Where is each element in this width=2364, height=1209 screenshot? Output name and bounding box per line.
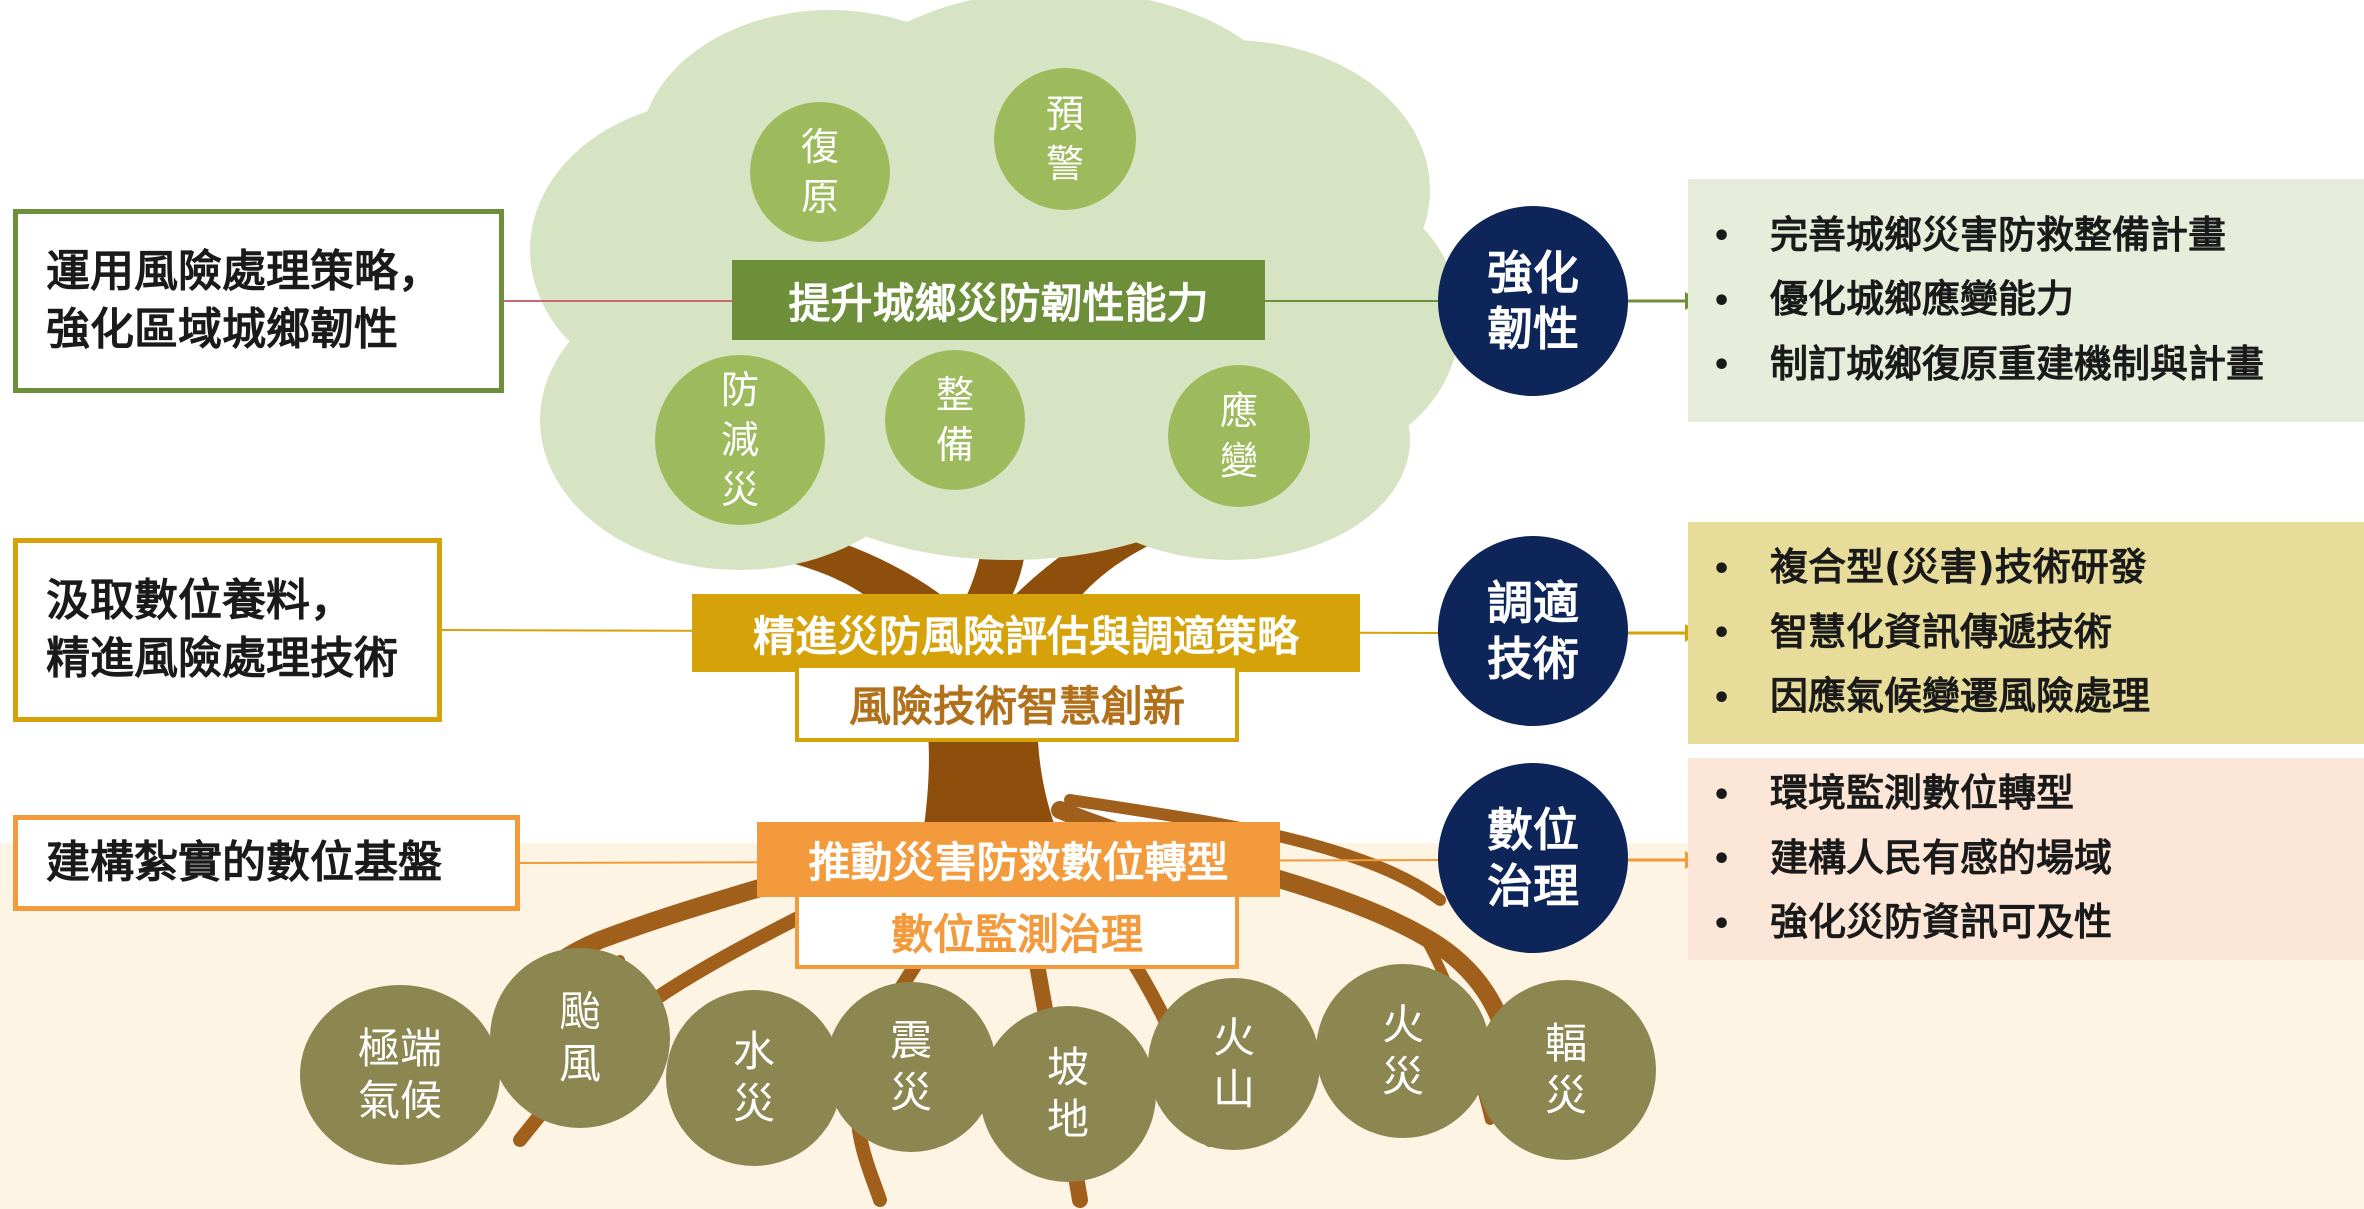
hazard-line: 水: [732, 1027, 775, 1076]
circle-char: 防: [720, 368, 759, 412]
canopy-circle-recovery: 復 原: [750, 102, 890, 242]
panel-item-text: 制訂城鄉復原重建機制與計畫: [1770, 341, 2265, 386]
panel-item-text: 因應氣候變遷風險處理: [1770, 674, 2151, 719]
circle-char: 整: [935, 373, 974, 417]
circle-char: 預: [1045, 92, 1084, 136]
panel-item-text: 複合型(災害)技術研發: [1770, 545, 2147, 590]
strategy-line: 運用風險處理策略，: [46, 246, 442, 297]
navy-line: 韌性: [1487, 302, 1579, 356]
panel-resilience: •完善城鄉災害防救整備計畫 •優化城鄉應變能力 •制訂城鄉復原重建機制與計畫: [1688, 179, 2364, 422]
hazard-line: 輻: [1544, 1019, 1587, 1068]
banner-technology-sub: 風險技術智慧創新: [795, 664, 1239, 742]
strategy-box-digital: 建構紮實的數位基盤: [13, 815, 520, 911]
circle-char: 減: [720, 418, 759, 462]
canopy-circle-response: 應 變: [1168, 365, 1310, 507]
panel-technology: •複合型(災害)技術研發 •智慧化資訊傳遞技術 •因應氣候變遷風險處理: [1688, 522, 2364, 744]
panel-item: •複合型(災害)技術研發: [1712, 545, 2147, 590]
hazard-line: 颱: [558, 987, 601, 1036]
hazard-line: 山: [1212, 1065, 1255, 1114]
hazard-line: 災: [732, 1079, 775, 1128]
hazard-line: 地: [1046, 1095, 1089, 1144]
hazard-line: 氣候: [357, 1076, 442, 1125]
circle-char: 應: [1219, 389, 1258, 433]
hazard-typhoon: 颱 風: [490, 948, 670, 1128]
navy-line: 強化: [1487, 246, 1579, 300]
hazard-fire: 火 災: [1316, 964, 1490, 1138]
panel-item: •環境監測數位轉型: [1712, 771, 2075, 816]
panel-item: •優化城鄉應變能力: [1712, 277, 2075, 322]
circle-char: 災: [720, 468, 759, 512]
circle-char: 原: [800, 175, 839, 219]
canopy-circle-warning: 預 警: [994, 68, 1136, 210]
banner-resilience: 提升城鄉災防韌性能力: [732, 260, 1265, 340]
panel-item-text: 強化災防資訊可及性: [1770, 900, 2113, 945]
navy-line: 數位: [1487, 803, 1579, 857]
panel-item-text: 智慧化資訊傳遞技術: [1770, 609, 2113, 654]
navy-line: 治理: [1487, 859, 1579, 913]
banner-digital-sub: 數位監測治理: [795, 893, 1239, 969]
hazard-line: 震: [889, 1016, 932, 1065]
canopy-circle-preparedness: 整 備: [885, 350, 1025, 490]
strategy-line: 建構紮實的數位基盤: [46, 837, 442, 888]
panel-item: •完善城鄉災害防救整備計畫: [1712, 212, 2227, 257]
strategy-box-technology: 汲取數位養料， 精進風險處理技術: [13, 538, 442, 722]
strategy-line: 汲取數位養料，: [46, 575, 354, 626]
hazard-line: 坡: [1046, 1043, 1089, 1092]
hazard-slope: 坡 地: [980, 1006, 1156, 1182]
navy-circle-digital: 數位 治理: [1438, 763, 1628, 953]
hazard-line: 火: [1212, 1013, 1255, 1062]
banner-technology: 精進災防風險評估與調適策略: [692, 594, 1360, 672]
navy-circle-technology: 調適 技術: [1438, 536, 1628, 726]
panel-item: •制訂城鄉復原重建機制與計畫: [1712, 341, 2265, 386]
hazard-flood: 水 災: [666, 990, 842, 1166]
panel-item: •因應氣候變遷風險處理: [1712, 674, 2151, 719]
hazard-extreme-climate: 極端 氣候: [300, 985, 500, 1165]
panel-digital: •環境監測數位轉型 •建構人民有感的場域 •強化災防資訊可及性: [1688, 758, 2364, 960]
strategy-line: 強化區域城鄉韌性: [46, 304, 398, 355]
panel-item-text: 建構人民有感的場域: [1770, 835, 2113, 880]
canopy-circle-mitigation: 防 減 災: [655, 355, 825, 525]
circle-char: 變: [1219, 439, 1258, 483]
hazard-volcano: 火 山: [1148, 978, 1320, 1150]
panel-item-text: 完善城鄉災害防救整備計畫: [1770, 212, 2227, 257]
navy-line: 調適: [1487, 576, 1579, 630]
panel-item: •強化災防資訊可及性: [1712, 900, 2113, 945]
hazard-line: 災: [889, 1068, 932, 1117]
strategy-line: 精進風險處理技術: [46, 633, 398, 684]
hazard-line: 極端: [357, 1024, 442, 1073]
hazard-line: 災: [1381, 1052, 1424, 1101]
hazard-earthquake: 震 災: [826, 982, 996, 1152]
panel-item-text: 環境監測數位轉型: [1770, 771, 2075, 816]
hazard-line: 災: [1544, 1071, 1587, 1120]
circle-char: 復: [800, 125, 839, 169]
circle-char: 備: [935, 423, 974, 467]
circle-char: 警: [1045, 142, 1084, 186]
panel-item: •建構人民有感的場域: [1712, 835, 2113, 880]
panel-item-text: 優化城鄉應變能力: [1770, 277, 2075, 322]
navy-circle-resilience: 強化 韌性: [1438, 206, 1628, 396]
navy-line: 技術: [1487, 632, 1579, 686]
strategy-box-resilience: 運用風險處理策略， 強化區域城鄉韌性: [13, 209, 504, 393]
panel-item: •智慧化資訊傳遞技術: [1712, 609, 2113, 654]
banner-digital: 推動災害防救數位轉型: [757, 822, 1280, 897]
hazard-radiation: 輻 災: [1476, 980, 1656, 1160]
hazard-line: 火: [1381, 1000, 1424, 1049]
hazard-line: 風: [558, 1039, 601, 1088]
